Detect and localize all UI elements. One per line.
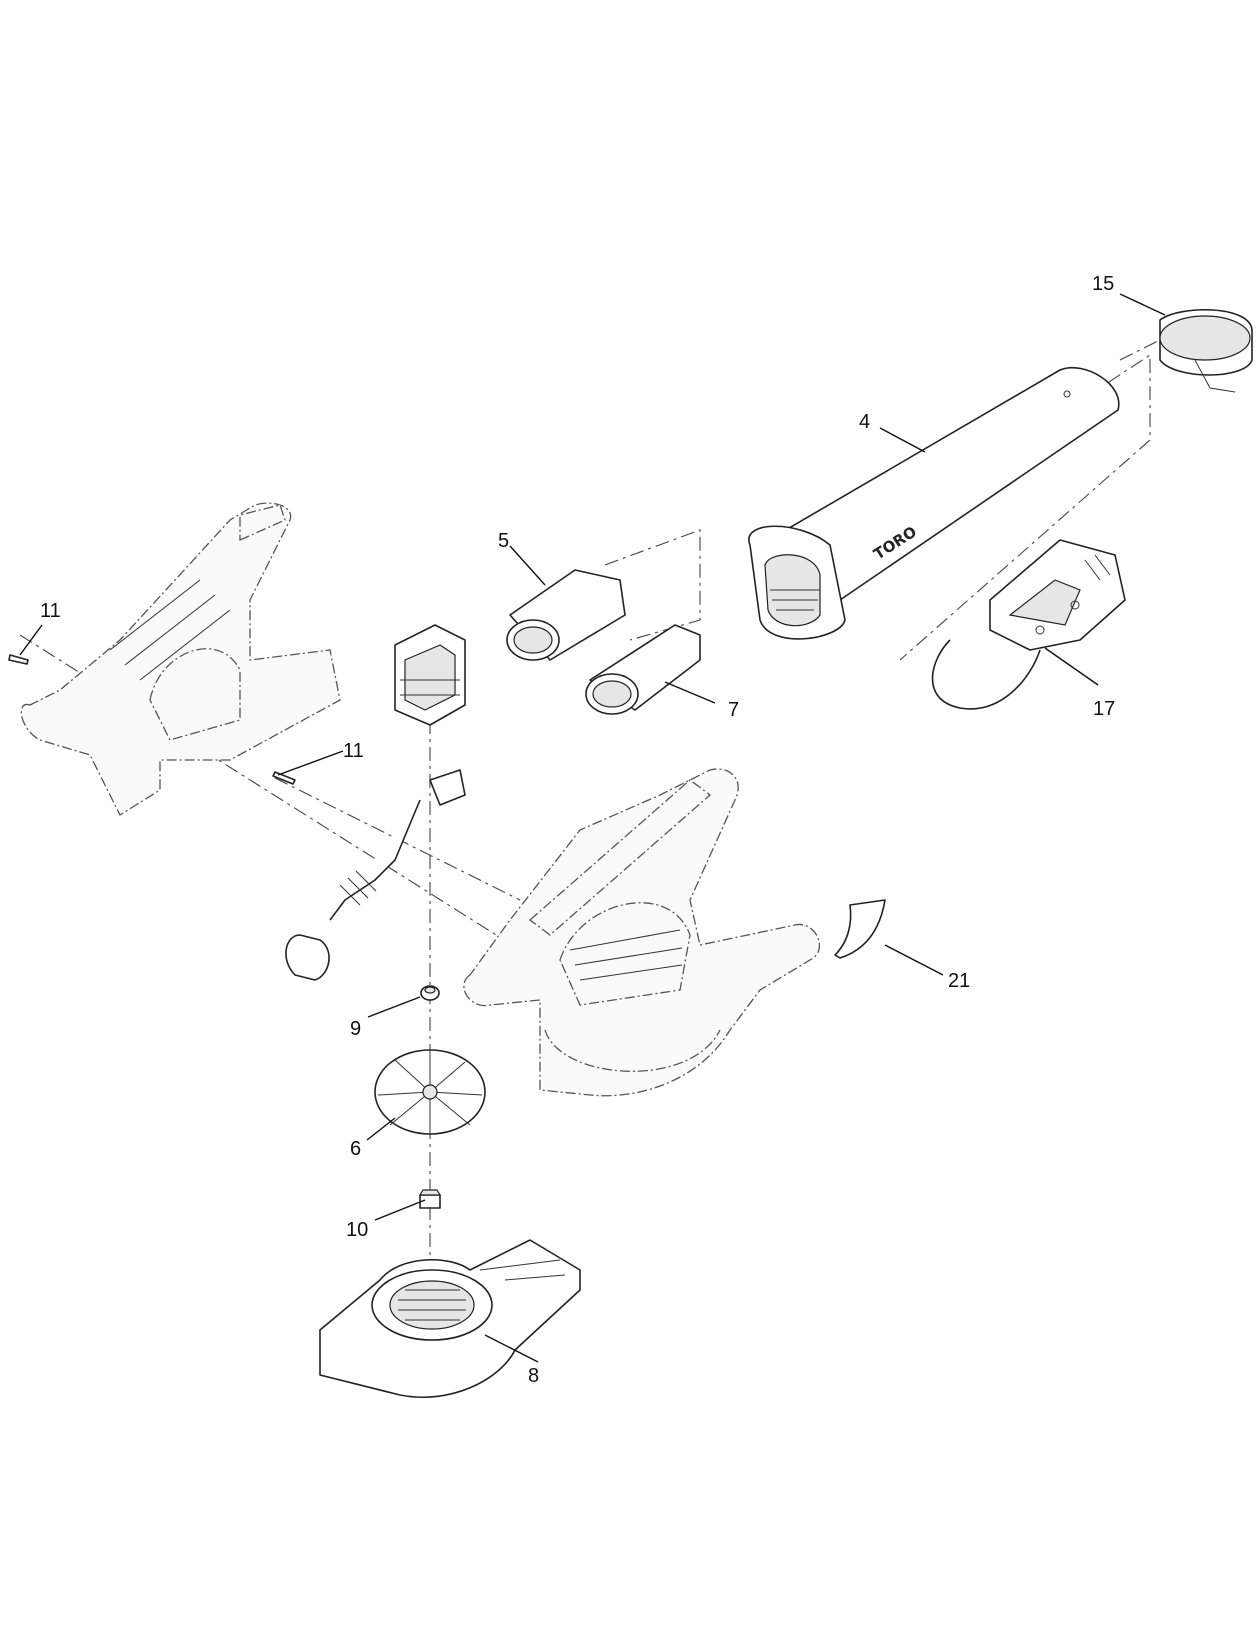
callout-21: 21 [948,970,970,992]
callout-9: 9 [350,1018,361,1040]
label-part-21 [834,899,886,959]
callout-11b: 11 [343,740,364,762]
callout-17: 17 [1093,698,1115,720]
impeller-fan-part-6 [374,1049,486,1135]
callout-labels: 15 4 5 7 17 11 11 21 9 6 10 8 [40,273,1115,1387]
power-cord-assembly [285,769,466,981]
screw-part-11-left [8,654,29,665]
spacer-part-9 [420,985,440,1001]
power-nozzle-part-7 [585,624,701,715]
impeller-cover-part-8 [319,1239,581,1399]
concentrator-nozzle-part-5 [506,569,626,661]
leader-lines [19,293,1166,1363]
callout-6: 6 [350,1138,361,1160]
nut-part-10 [418,1189,442,1209]
callout-5: 5 [498,530,509,552]
cord-retainer-part-17 [931,539,1126,710]
motor-assembly [394,624,466,726]
callout-4: 4 [859,411,870,433]
callout-7: 7 [728,699,739,721]
callout-15: 15 [1092,273,1114,295]
tube-clip-part-15 [1159,308,1253,393]
callout-8: 8 [528,1365,539,1387]
callout-10: 10 [346,1219,368,1241]
right-housing-half [463,768,821,1097]
left-housing-half [20,502,341,816]
callout-11a: 11 [40,600,61,622]
blower-tube-part-4: TORO [748,367,1120,640]
